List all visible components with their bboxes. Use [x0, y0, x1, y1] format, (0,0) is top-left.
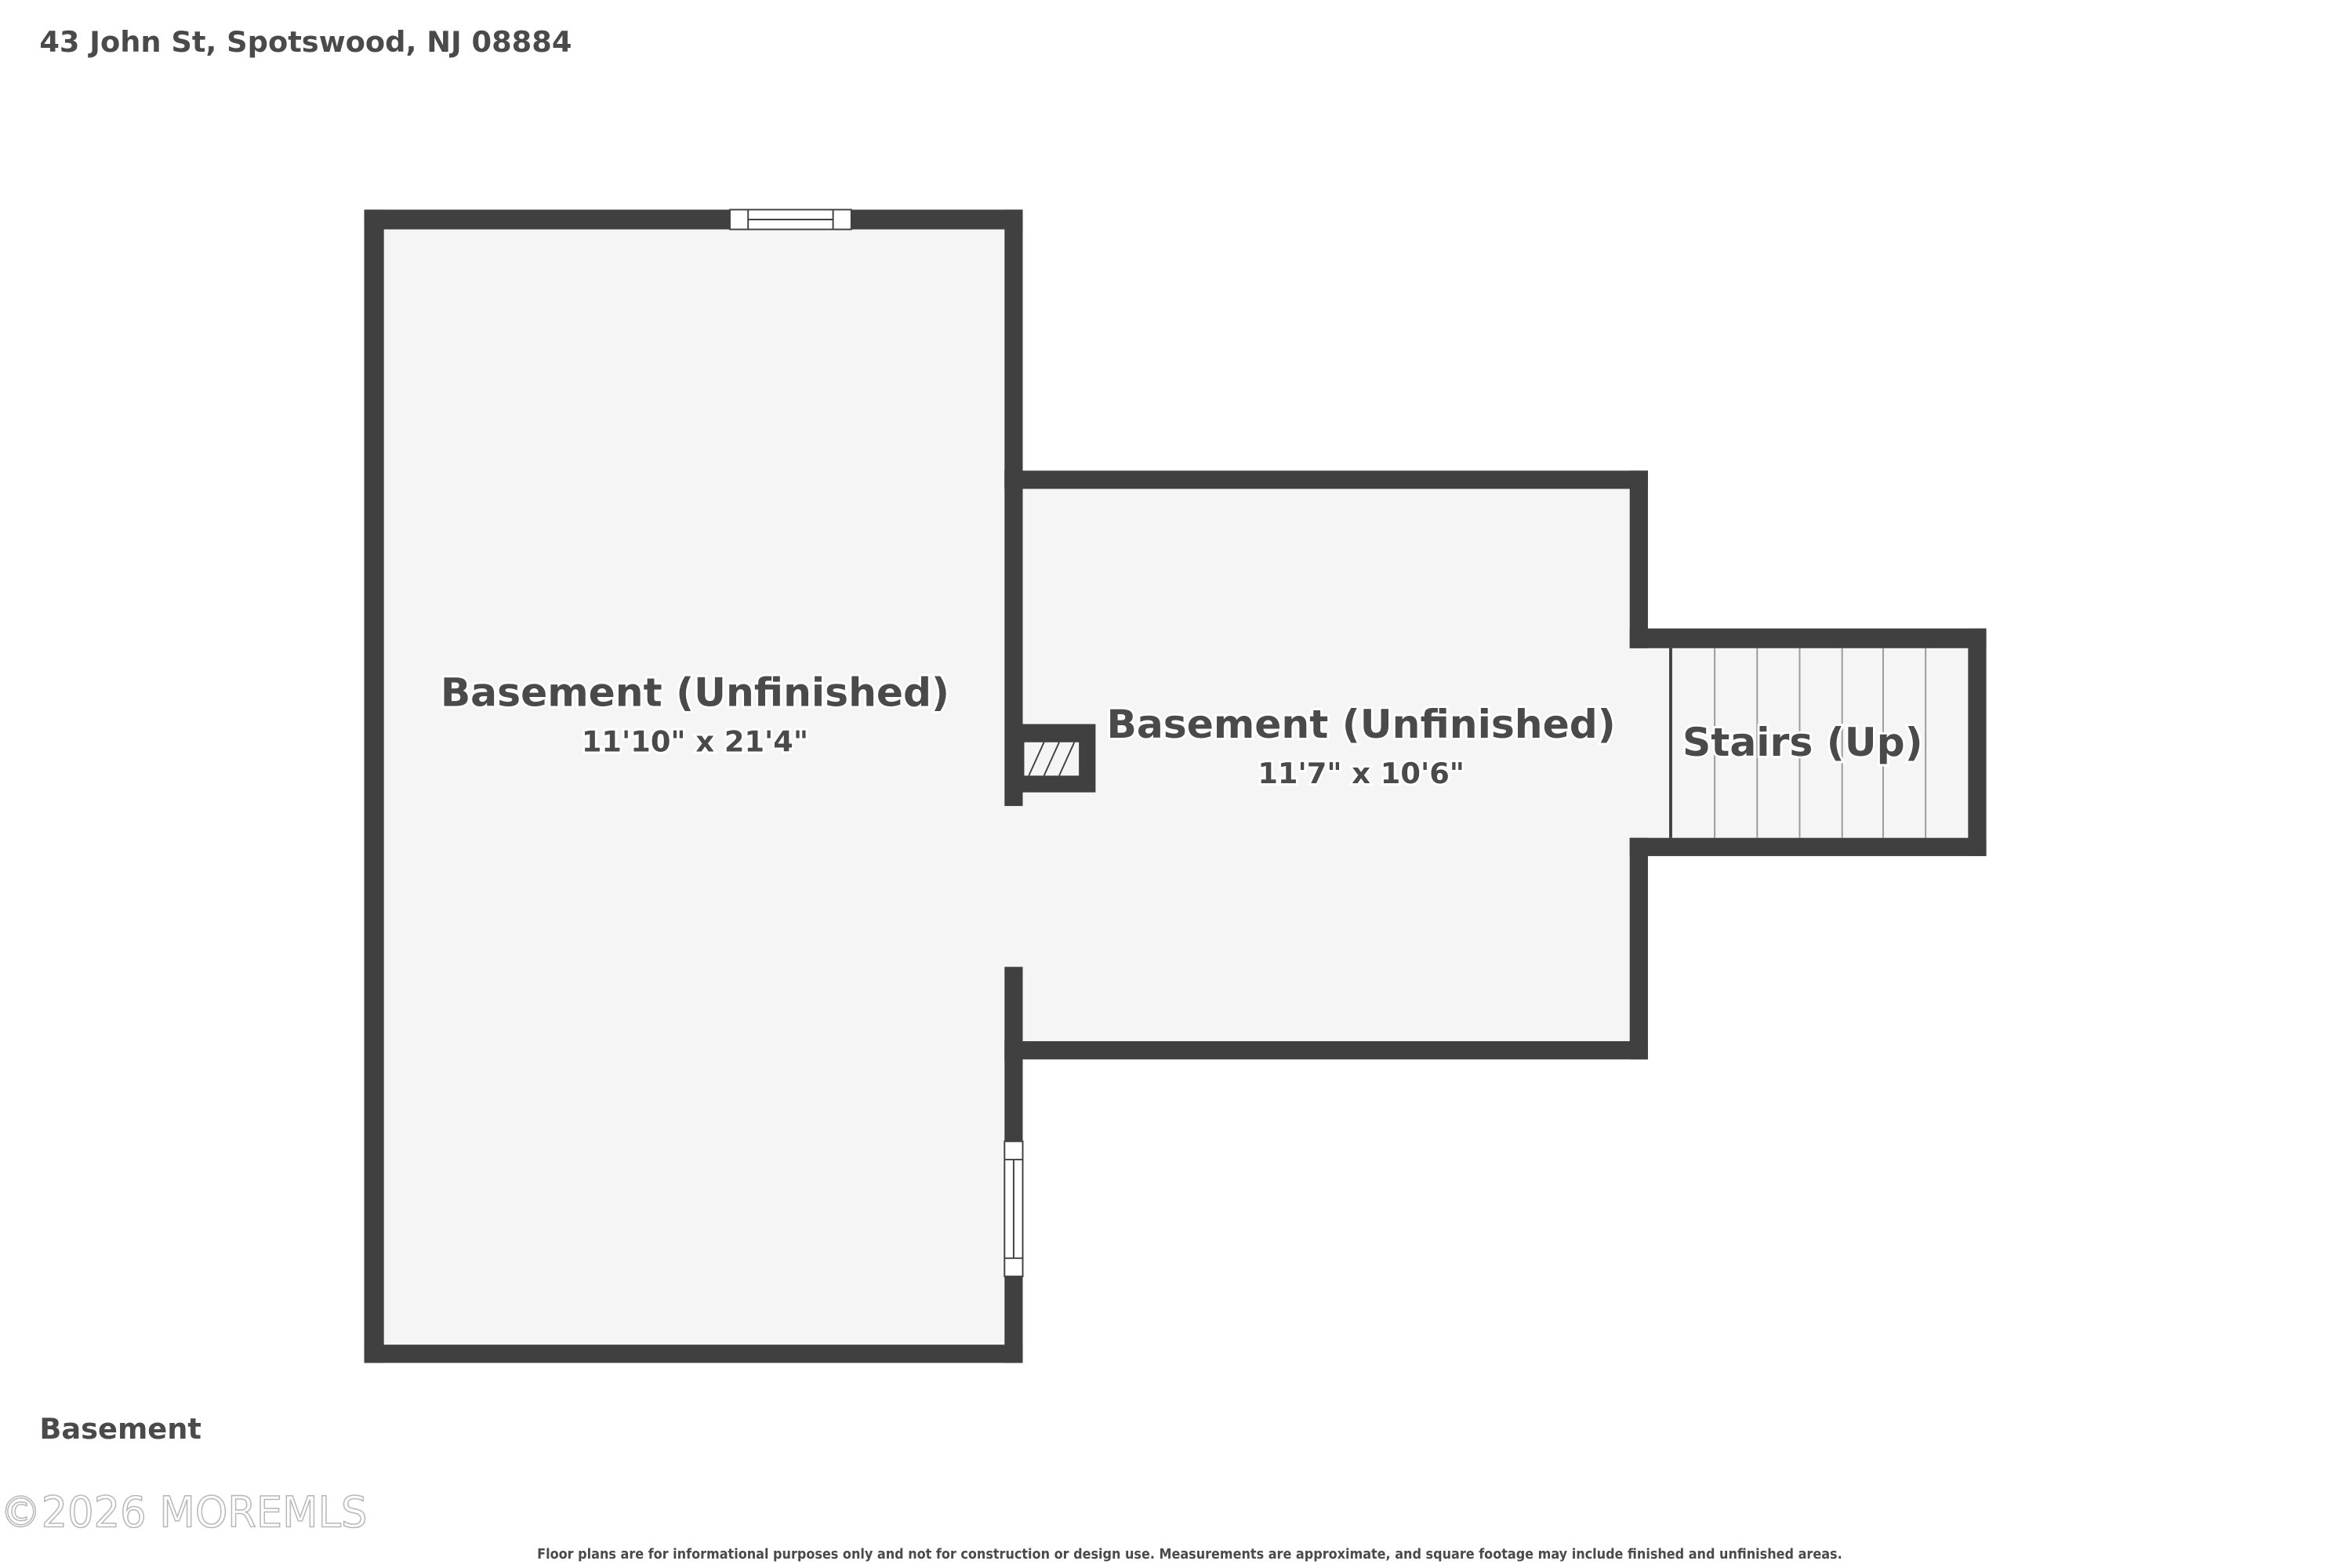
- left-room-walls: [364, 209, 1023, 1363]
- chimney-icon: [1013, 724, 1096, 793]
- stairs-label: Stairs (Up): [1682, 719, 1923, 765]
- left-room-floor: [373, 219, 1014, 1354]
- window-side: [1004, 1140, 1024, 1278]
- right-room-walls: [1004, 470, 1648, 1060]
- room-name-right: Basement (Unfinished): [1107, 701, 1616, 747]
- room-name-left: Basement (Unfinished): [441, 669, 949, 715]
- disclaimer: Floor plans are for informational purpos…: [537, 1547, 1842, 1563]
- property-address: 43 John St, Spotswood, NJ 08884: [39, 25, 572, 59]
- room-dimensions-right: 11'7" x 10'6": [1258, 757, 1465, 790]
- window-top: [729, 209, 852, 230]
- stair-treads: [1669, 648, 1927, 838]
- room-dimensions-left: 11'10" x 21'4": [582, 724, 808, 758]
- stairs-walls: [1629, 628, 1987, 856]
- watermark: ©2026 MOREMLS: [0, 1487, 367, 1537]
- floor-label: Basement: [39, 1412, 201, 1446]
- right-room-floor: [1004, 479, 1639, 1051]
- stairs-floor: [1639, 639, 1977, 848]
